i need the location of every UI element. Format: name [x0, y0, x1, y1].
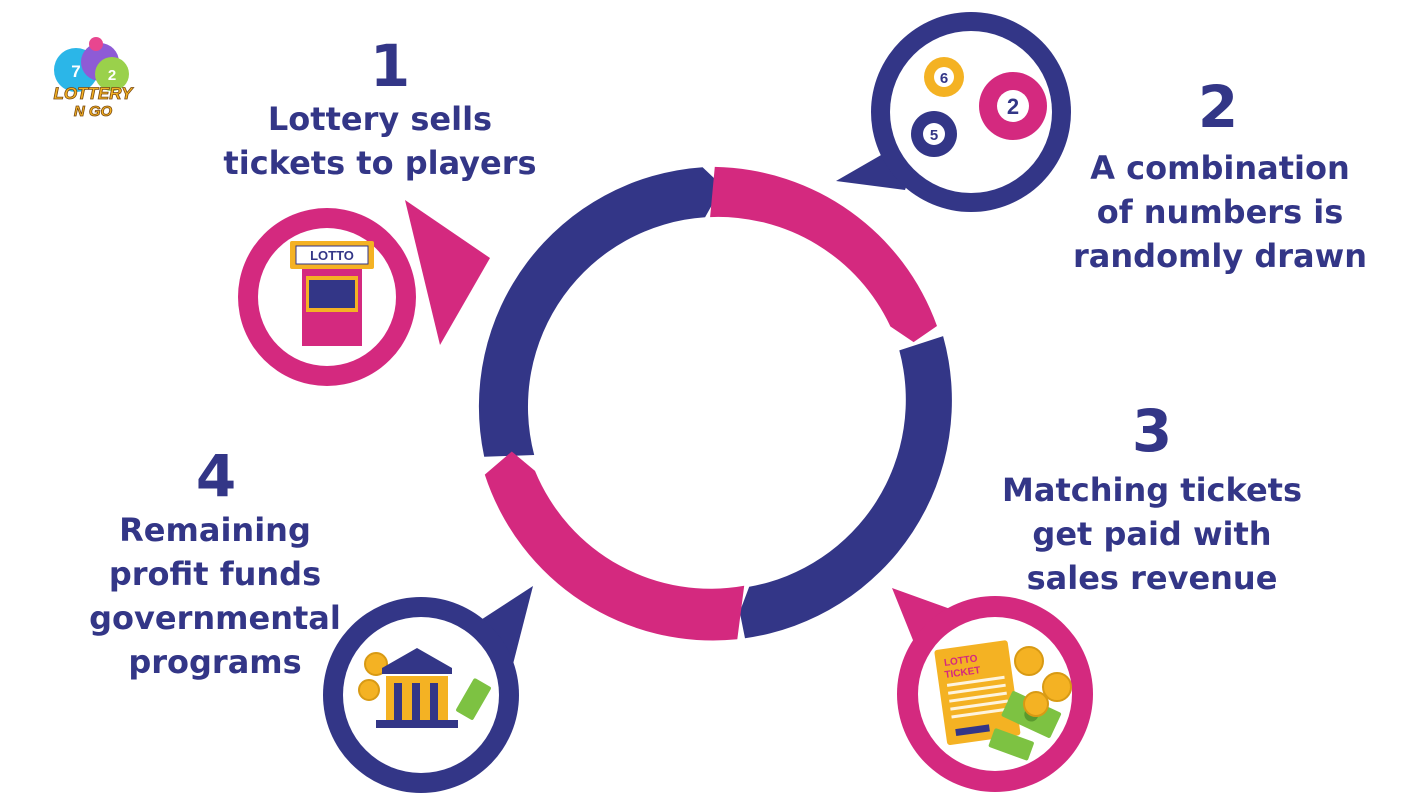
- step-4-line-3: governmental: [89, 599, 341, 637]
- lottery-n-go-logo: 7 2 LOTTERY N GO: [53, 37, 135, 120]
- step-2-bubble: 6 2 5: [836, 12, 1071, 212]
- logo-ball-number-1: 7: [71, 62, 80, 81]
- step-3-line-2: get paid with: [1032, 515, 1272, 553]
- ticket-label-lotto: LOTTO: [943, 653, 978, 669]
- step-4-line-2: profit funds: [108, 555, 322, 593]
- cycle-arrow-magenta-top-right: [710, 166, 937, 343]
- step-1-description: Lottery sells tickets to players: [200, 97, 560, 185]
- step-2-line-2: of numbers is: [1096, 193, 1344, 231]
- step-4-line-1: Remaining: [119, 511, 311, 549]
- step-1-number: 1: [369, 32, 411, 100]
- step-4-line-4: programs: [128, 643, 302, 681]
- logo-text-ngo: N GO: [74, 103, 113, 120]
- logo-ball-number-2: 2: [108, 67, 116, 84]
- logo-ball-right: [95, 57, 129, 91]
- lotto-ticket-money-icon: LOTTO TICKET: [934, 640, 1072, 761]
- step-3-line-3: sales revenue: [1026, 559, 1278, 597]
- step-3-bubble: LOTTO TICKET: [892, 588, 1093, 792]
- kiosk-sign-text: LOTTO: [310, 248, 354, 263]
- ball-number-5: 5: [930, 127, 938, 144]
- bank-money-icon: [358, 648, 491, 728]
- step-2-description: A combination of numbers is randomly dra…: [1040, 146, 1400, 278]
- step-4-number: 4: [195, 442, 237, 510]
- step-1-bubble: LOTTO: [238, 200, 490, 386]
- lottery-balls-icon: 6 2 5: [911, 57, 1047, 157]
- cycle-arrow-magenta-bottom-left: [484, 451, 745, 641]
- step-3-number: 3: [1131, 397, 1173, 465]
- step-2-number: 2: [1197, 73, 1239, 141]
- lotto-kiosk-icon: LOTTO: [290, 241, 374, 346]
- step-1-line-1: Lottery sells: [267, 100, 493, 138]
- ticket-label-ticket: TICKET: [944, 665, 981, 681]
- step-2-line-3: randomly drawn: [1073, 237, 1367, 275]
- cycle-ring: [478, 166, 952, 641]
- cycle-arrow-navy-top-left: [478, 167, 723, 457]
- step-2-line-1: A combination: [1090, 149, 1350, 187]
- ball-number-6: 6: [940, 70, 948, 87]
- step-1-line-2: tickets to players: [223, 144, 537, 182]
- ball-number-2: 2: [1007, 94, 1019, 119]
- step-3-line-1: Matching tickets: [1002, 471, 1302, 509]
- step-3-description: Matching tickets get paid with sales rev…: [982, 468, 1322, 600]
- step-4-description: Remaining profit funds governmental prog…: [60, 508, 370, 684]
- logo-text-lottery: LOTTERY: [53, 84, 134, 103]
- step-4-bubble: [323, 586, 533, 793]
- cycle-arrow-navy-bottom-right: [739, 336, 952, 639]
